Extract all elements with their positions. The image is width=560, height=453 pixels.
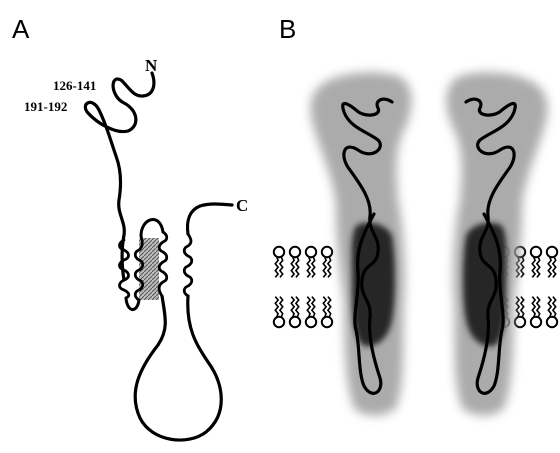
lipid-tail [296,257,299,277]
panel-a-residues-label-1: 126-141 [53,78,96,93]
panel-a-n-terminus-label: N [145,56,158,75]
panel-a-tm-helix-3 [159,232,167,296]
panel-a-protein-topology: N C 126-141 191-192 [24,56,248,440]
lipid-head [290,317,300,327]
lipid-tail [307,257,310,277]
lipid-head [531,317,541,327]
lipid-tail [275,257,278,277]
lipid-tail [312,297,315,317]
panel-a-tm-helix-1 [120,240,129,298]
lipid-tail [553,257,556,277]
panel-a-extracellular-turn [141,220,163,236]
lipid-tail [323,297,326,317]
lipid-tail [328,297,331,317]
lipid-head [547,247,557,257]
lipid-tail [521,257,524,277]
lipid-tail [291,297,294,317]
lipid-tail [328,257,331,277]
lipid-tail [296,297,299,317]
lipid-tail [548,257,551,277]
lipid-head [306,317,316,327]
lipid-tail [323,257,326,277]
protomer-right [446,72,547,415]
lipid-bilayer-left [274,247,332,327]
lipid-tail [532,297,535,317]
panel-a-tm-helix-4 [184,234,192,296]
lipid-head [322,247,332,257]
lipid-tail [537,297,540,317]
lipid-head [547,317,557,327]
lipid-tail [548,297,551,317]
lipid-tail [532,257,535,277]
lipid-head [515,317,525,327]
lipid-tail [275,297,278,317]
lipid-tail [280,297,283,317]
panel-a-residues-label-2: 191-192 [24,99,67,114]
protomer-left [311,72,412,415]
lipid-head [322,317,332,327]
lipid-head [306,247,316,257]
lipid-tail [553,297,556,317]
lipid-tail [516,297,519,317]
panel-b-dimer-in-membrane [274,72,557,415]
lipid-tail [537,257,540,277]
lipid-head [274,247,284,257]
lipid-tail [312,257,315,277]
lipid-head [290,247,300,257]
lipid-tail [521,297,524,317]
lipid-head [274,317,284,327]
lipid-head [531,247,541,257]
panel-a-c-terminus-label: C [236,196,248,215]
lipid-tail [307,297,310,317]
lipid-tail [280,257,283,277]
panel-a-c-terminal-chain [188,204,233,234]
panel-a-large-loop [135,296,221,440]
lipid-tail [291,257,294,277]
